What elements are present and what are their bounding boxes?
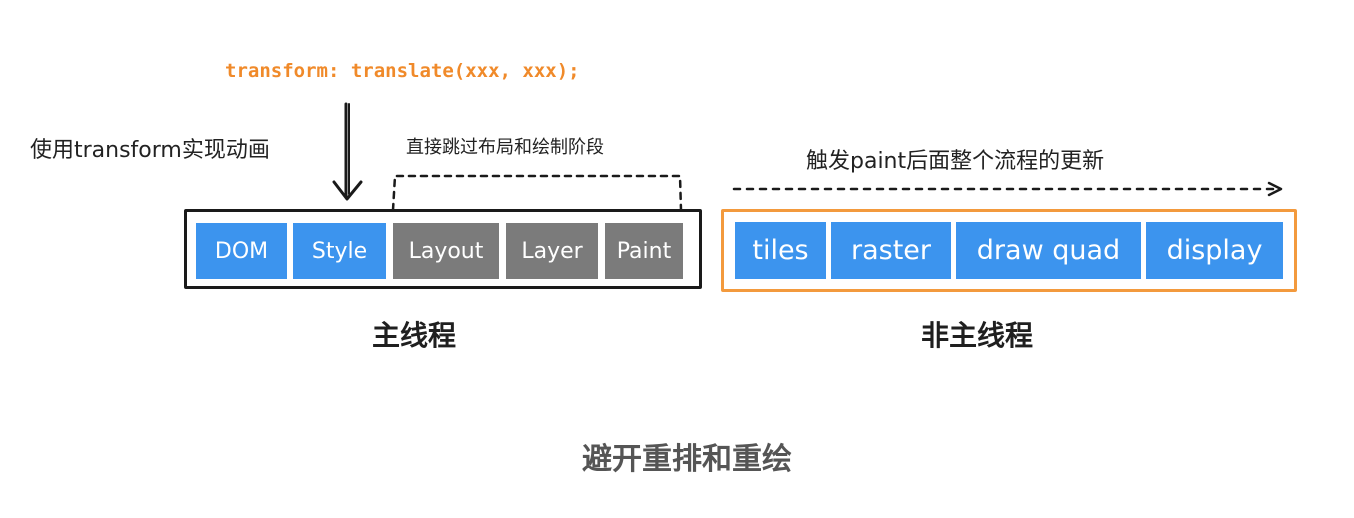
stage-layer: Layer bbox=[506, 223, 598, 279]
stage-raster: raster bbox=[831, 222, 951, 279]
stage-paint: Paint bbox=[605, 223, 683, 279]
figure-caption: 避开重排和重绘 bbox=[582, 442, 792, 477]
stage-layout: Layout bbox=[393, 223, 499, 279]
trigger-after-paint-annotation: 触发paint后面整个流程的更新 bbox=[806, 149, 1105, 174]
stage-draw-quad: draw quad bbox=[956, 222, 1141, 279]
use-transform-annotation: 使用transform实现动画 bbox=[30, 138, 270, 163]
main-thread-title: 主线程 bbox=[372, 319, 457, 352]
skip-layout-paint-annotation: 直接跳过布局和绘制阶段 bbox=[406, 137, 604, 158]
stage-style: Style bbox=[293, 223, 386, 279]
main-thread-box bbox=[184, 209, 702, 289]
down-arrow-icon bbox=[332, 102, 363, 201]
non-main-thread-box bbox=[721, 209, 1297, 292]
skip-bracket bbox=[391, 174, 683, 212]
transform-code-label: transform: translate(xxx, xxx); bbox=[225, 60, 580, 82]
non-main-thread-title: 非主线程 bbox=[921, 319, 1034, 352]
right-arrow-icon bbox=[732, 181, 1283, 197]
stage-dom: DOM bbox=[196, 223, 287, 279]
stage-display: display bbox=[1146, 222, 1283, 279]
stage-tiles: tiles bbox=[735, 222, 826, 279]
